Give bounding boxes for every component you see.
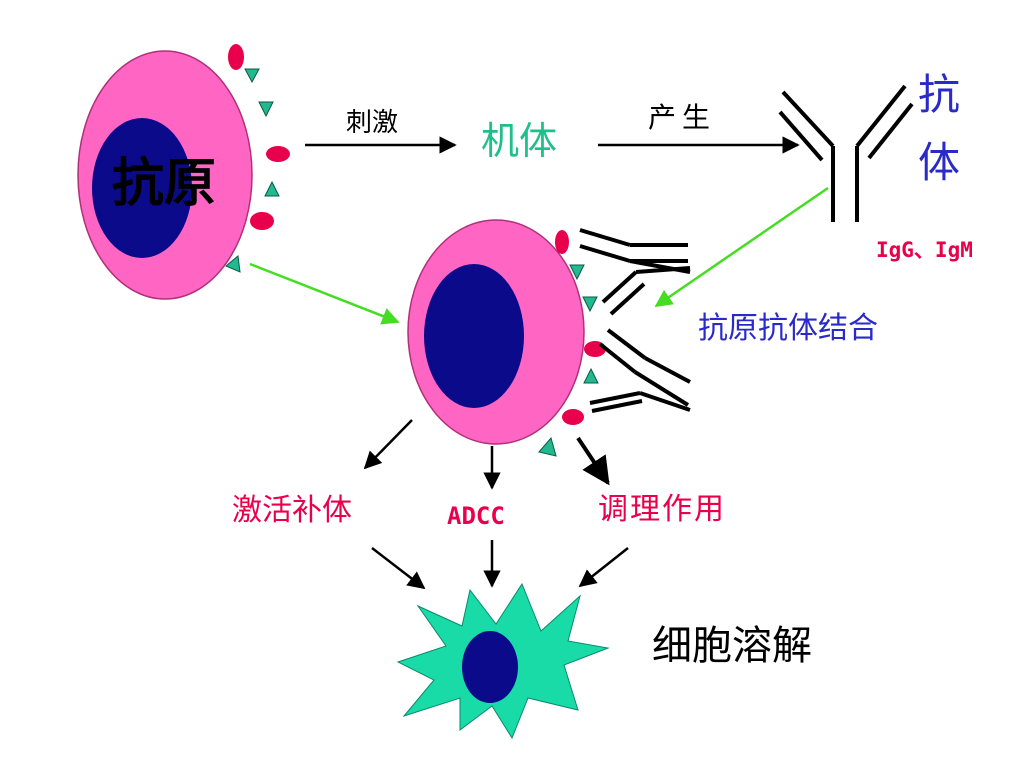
epitope-triangle (258, 101, 274, 118)
antibody-label-line1: 抗 (918, 70, 961, 119)
epitope-oval (266, 146, 290, 162)
epitope-triangle (225, 255, 241, 273)
antigen-cell (77, 44, 290, 300)
epitope-triangle (569, 264, 585, 281)
antibody-y-shape (778, 84, 914, 222)
epitope-triangle (264, 180, 280, 197)
epitope-oval (562, 409, 584, 425)
binding-label: 抗原抗体结合 (698, 311, 878, 346)
bound-cell-nucleus (424, 264, 524, 408)
epitope-triangle (583, 367, 599, 384)
stimulate-label: 刺激 (346, 108, 399, 138)
antigen-cell-nucleus (92, 118, 192, 258)
to-complement-arrow (363, 419, 413, 470)
antibody-label-line2: 体 (918, 138, 961, 187)
complement-label: 激活补体 (232, 493, 352, 528)
antibody-to-binding-arrow (654, 186, 829, 308)
epitope-oval (250, 212, 274, 230)
antigen-to-binding-arrow (249, 262, 400, 325)
epitope-oval (584, 341, 606, 357)
lysis-label: 细胞溶解 (652, 623, 812, 669)
body-label: 机体 (481, 119, 558, 163)
bound-antibodies (579, 228, 691, 413)
epitope-triangle (538, 436, 557, 457)
epitope-triangle (582, 296, 598, 313)
to-opsonization-arrow (576, 436, 610, 486)
produce-label: 产生 (648, 101, 717, 134)
adcc-label: ADCC (447, 502, 505, 530)
opsonization-label: 调理作用 (598, 492, 726, 527)
epitope-oval (555, 230, 569, 254)
opsonization-to-lysis-arrow (578, 547, 629, 588)
lysed-cell-nucleus (462, 631, 518, 703)
epitope-triangle (244, 68, 260, 84)
antibody-class-label: IgG、IgM (876, 238, 973, 262)
epitope-oval (228, 44, 244, 70)
complement-to-lysis-arrow (371, 547, 426, 590)
bound-cell (407, 219, 606, 457)
antigen-label: 抗原 (112, 153, 217, 214)
lysed-cell (396, 582, 610, 740)
